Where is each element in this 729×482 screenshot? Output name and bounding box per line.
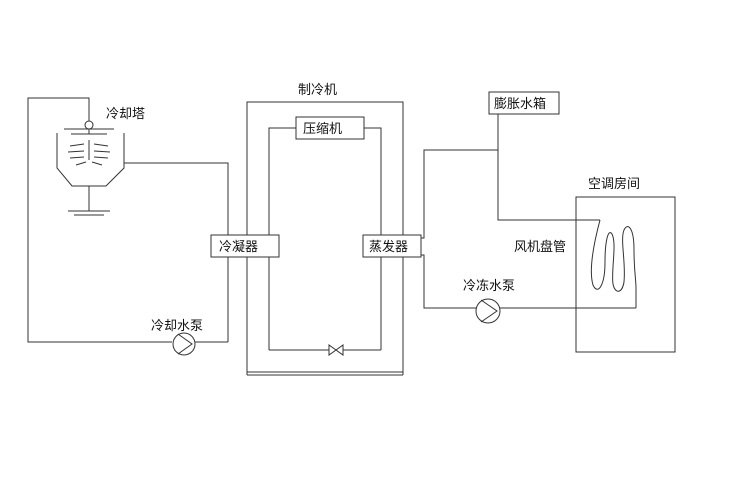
evaporator[interactable]: 蒸发器 [362, 234, 422, 258]
ac-room[interactable] [575, 196, 676, 353]
cooling-water-pump[interactable] [172, 332, 196, 356]
expansion-tank-label: 膨胀水箱 [494, 96, 546, 112]
evaporator-label: 蒸发器 [369, 239, 408, 255]
condenser[interactable]: 冷凝器 [210, 234, 280, 258]
compressor[interactable]: 压缩机 [295, 116, 365, 140]
expansion-valve-icon [328, 344, 344, 356]
chiller-label: 制冷机 [298, 83, 337, 98]
condenser-label: 冷凝器 [219, 239, 258, 255]
cooling-tower-label: 冷却塔 [106, 107, 145, 122]
cooling-water-pump-label: 冷却水泵 [151, 319, 203, 334]
ground-icon [68, 186, 110, 216]
pump-icon [172, 332, 196, 356]
cooling-tower-icon [56, 120, 125, 187]
fan-coil-icon [590, 219, 637, 292]
fan-coil-label: 风机盘管 [514, 239, 566, 255]
cooling-water-loop [27, 97, 229, 343]
chilled-water-pump[interactable] [475, 298, 501, 324]
chilled-water-pump-label: 冷冻水泵 [463, 278, 515, 294]
compressor-label: 压缩机 [303, 121, 342, 137]
pump-icon [475, 298, 501, 324]
expansion-tank[interactable]: 膨胀水箱 [488, 91, 560, 115]
chilled-water-loop [421, 114, 637, 309]
refrigerant-loop [268, 127, 382, 351]
ac-room-label: 空调房间 [588, 176, 640, 192]
